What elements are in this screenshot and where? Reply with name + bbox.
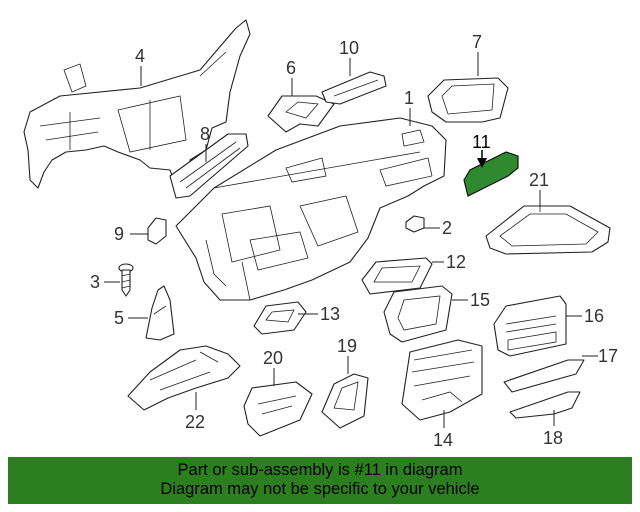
part-22-lower-panel <box>127 345 241 411</box>
callout-4: 4 <box>135 46 145 66</box>
callout-12: 12 <box>446 252 466 272</box>
callout-21: 21 <box>529 170 549 190</box>
part-18-trim-strip <box>509 391 581 419</box>
part-4-crossbeam <box>23 19 251 189</box>
part-13-switch-panel <box>253 301 307 335</box>
info-banner: Part or sub-assembly is #11 in diagram D… <box>8 457 632 504</box>
callout-18: 18 <box>543 428 563 448</box>
callout-6: 6 <box>286 58 296 78</box>
part-1-instrument-panel <box>175 117 447 301</box>
part-8-defrost-grille <box>169 133 249 199</box>
part-5-side-cover <box>145 285 175 341</box>
callout-15: 15 <box>470 290 490 310</box>
callout-17: 17 <box>598 346 618 366</box>
part-15-trim-frame <box>383 285 453 343</box>
part-11-highlighted <box>463 151 519 197</box>
callout-2: 2 <box>442 218 452 238</box>
part-12-bezel <box>361 257 433 295</box>
part-19-compartment <box>321 373 369 429</box>
callout-19: 19 <box>337 336 357 356</box>
part-2-clip <box>405 215 425 233</box>
part-16-control-panel <box>493 295 567 357</box>
callout-22: 22 <box>185 412 205 432</box>
callout-11: 11 <box>472 132 491 152</box>
part-6-vent <box>267 95 335 133</box>
part-7-display-frame <box>427 77 509 123</box>
callout-14: 14 <box>433 430 453 450</box>
callout-10: 10 <box>339 38 359 58</box>
banner-line-2: Diagram may not be specific to your vehi… <box>160 480 480 498</box>
callout-8: 8 <box>200 124 210 144</box>
callout-3: 3 <box>90 272 100 292</box>
part-3-screw <box>118 263 134 297</box>
part-20-glove-box-door <box>243 381 313 437</box>
parts-diagram: 4 6 10 7 8 1 11 2 <box>23 19 618 450</box>
callout-1: 1 <box>404 88 414 108</box>
callout-20: 20 <box>263 348 283 368</box>
part-17-trim-strip <box>503 359 585 393</box>
part-9-bracket <box>147 217 167 245</box>
callout-9: 9 <box>114 224 124 244</box>
part-14-center-stack <box>401 339 483 421</box>
callout-5: 5 <box>114 308 124 328</box>
banner-line-1: Part or sub-assembly is #11 in diagram <box>177 461 463 479</box>
callout-16: 16 <box>584 306 604 326</box>
part-10-trim <box>321 71 387 105</box>
callout-7: 7 <box>472 32 482 52</box>
callout-13: 13 <box>320 304 340 324</box>
part-21-glove-box-housing <box>485 204 611 255</box>
